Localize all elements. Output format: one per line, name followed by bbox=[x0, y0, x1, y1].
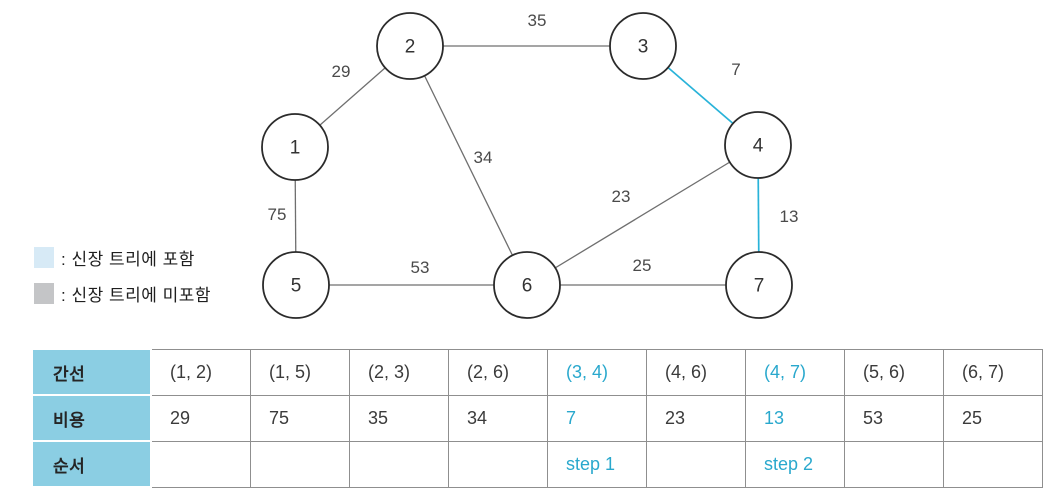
cell-cost-8: 25 bbox=[943, 394, 1043, 442]
legend-item-excluded: : 신장 트리에 미포함 bbox=[34, 283, 212, 305]
cell-cost-0: 29 bbox=[150, 394, 251, 442]
cell-edge-6: (4, 7) bbox=[745, 348, 845, 396]
node-label: 5 bbox=[291, 276, 302, 297]
cell-cost-3: 34 bbox=[448, 394, 548, 442]
cell-cost-4: 7 bbox=[547, 394, 647, 442]
legend-label-excluded: : 신장 트리에 미포함 bbox=[61, 286, 212, 305]
legend-item-included: : 신장 트리에 포함 bbox=[34, 247, 211, 269]
cell-edge-8: (6, 7) bbox=[943, 348, 1043, 396]
node-label: 1 bbox=[290, 138, 301, 159]
graph-node-7: 7 bbox=[725, 251, 793, 319]
cell-edge-7: (5, 6) bbox=[844, 348, 944, 396]
edge-weight-label-1-2: 29 bbox=[332, 62, 351, 81]
table-row-order: 순서 step 1 step 2 bbox=[31, 440, 1043, 488]
edge-cost-table: 간선(1, 2)(1, 5)(2, 3)(2, 6)(3, 4)(4, 6)(4… bbox=[31, 348, 1043, 488]
legend: : 신장 트리에 포함 : 신장 트리에 미포함 bbox=[34, 247, 211, 319]
cell-order-4: step 1 bbox=[547, 440, 647, 488]
edge-weight-label-3-4: 7 bbox=[731, 60, 740, 79]
edge-weight-label-6-7: 25 bbox=[633, 256, 652, 275]
graph-node-5: 5 bbox=[262, 251, 330, 319]
node-circle bbox=[376, 12, 444, 80]
node-circle bbox=[609, 12, 677, 80]
cell-order-1 bbox=[250, 440, 350, 488]
node-circle bbox=[262, 251, 330, 319]
cell-cost-7: 53 bbox=[844, 394, 944, 442]
node-circle bbox=[725, 251, 793, 319]
table-row-edge: 간선(1, 2)(1, 5)(2, 3)(2, 6)(3, 4)(4, 6)(4… bbox=[31, 348, 1043, 396]
cell-cost-2: 35 bbox=[349, 394, 449, 442]
node-label: 7 bbox=[754, 276, 765, 297]
cell-edge-3: (2, 6) bbox=[448, 348, 548, 396]
cell-edge-5: (4, 6) bbox=[646, 348, 746, 396]
cell-edge-1: (1, 5) bbox=[250, 348, 350, 396]
cell-edge-0: (1, 2) bbox=[150, 348, 251, 396]
graph-node-3: 3 bbox=[609, 12, 677, 80]
edge-cost-table-wrap: 간선(1, 2)(1, 5)(2, 3)(2, 6)(3, 4)(4, 6)(4… bbox=[31, 348, 1043, 488]
node-circle bbox=[724, 111, 792, 179]
node-label: 4 bbox=[753, 136, 764, 157]
cell-edge-4: (3, 4) bbox=[547, 348, 647, 396]
node-circle bbox=[261, 113, 329, 181]
cell-cost-1: 75 bbox=[250, 394, 350, 442]
legend-label-included: : 신장 트리에 포함 bbox=[61, 250, 195, 269]
edge-weight-label-4-7: 13 bbox=[780, 207, 799, 226]
row-header-order: 순서 bbox=[31, 440, 152, 488]
node-label: 2 bbox=[405, 37, 416, 58]
graph-edge-2-6 bbox=[409, 45, 528, 286]
cell-order-5 bbox=[646, 440, 746, 488]
cell-order-2 bbox=[349, 440, 449, 488]
graph-edge-4-6 bbox=[526, 144, 759, 286]
node-label: 6 bbox=[522, 276, 533, 297]
graph-node-2: 2 bbox=[376, 12, 444, 80]
row-header-edge: 간선 bbox=[31, 348, 152, 396]
node-label: 3 bbox=[638, 37, 649, 58]
row-header-cost: 비용 bbox=[31, 394, 152, 442]
edge-weight-label-2-3: 35 bbox=[528, 11, 547, 30]
graph-node-6: 6 bbox=[493, 251, 561, 319]
graph-node-4: 4 bbox=[724, 111, 792, 179]
cell-order-6: step 2 bbox=[745, 440, 845, 488]
cell-order-7 bbox=[844, 440, 944, 488]
cell-cost-6: 13 bbox=[745, 394, 845, 442]
cell-order-8 bbox=[943, 440, 1043, 488]
node-circle bbox=[493, 251, 561, 319]
edge-weight-label-2-6: 34 bbox=[474, 148, 493, 167]
cell-cost-5: 23 bbox=[646, 394, 746, 442]
cell-order-0 bbox=[150, 440, 251, 488]
included-swatch bbox=[34, 247, 54, 268]
edge-weight-label-4-6: 23 bbox=[612, 187, 631, 206]
excluded-swatch bbox=[34, 283, 54, 304]
graph-node-1: 1 bbox=[261, 113, 329, 181]
cell-edge-2: (2, 3) bbox=[349, 348, 449, 396]
edge-weight-label-1-5: 75 bbox=[268, 205, 287, 224]
edge-weight-label-5-6: 53 bbox=[411, 258, 430, 277]
cell-order-3 bbox=[448, 440, 548, 488]
